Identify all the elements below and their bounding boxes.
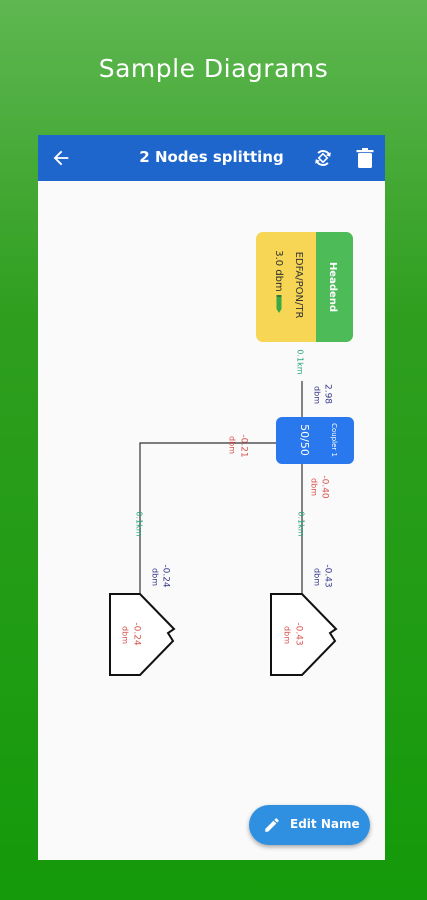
edit-name-button[interactable]: Edit Name — [249, 805, 370, 845]
right-branch-value: -0.40 — [320, 475, 330, 499]
left-branch-connection: -0.21 dbm 0.1km -0.24 dbm — [134, 434, 276, 623]
left-branch-unit: dbm — [228, 436, 237, 454]
headend-model: EDFA/PON/TR — [293, 252, 304, 319]
trash-icon[interactable] — [355, 147, 375, 169]
left-branch-end-unit: dbm — [151, 568, 160, 586]
right-branch-end-unit: dbm — [313, 568, 322, 586]
feed-unit: dbm — [313, 386, 322, 404]
back-arrow-icon[interactable] — [50, 147, 72, 169]
app-bar: 2 Nodes splitting — [38, 135, 385, 181]
phone-screen: 2 Nodes splitting Headend EDFA/PON/TR 3.… — [38, 135, 385, 860]
rotate-icon[interactable] — [311, 146, 335, 170]
house-icon — [109, 593, 176, 676]
right-branch-unit: dbm — [310, 478, 319, 496]
app-title: 2 Nodes splitting — [139, 148, 284, 166]
edit-name-label: Edit Name — [290, 817, 360, 831]
pencil-icon[interactable] — [276, 295, 282, 313]
coupler-node[interactable]: Coupler 1 50/50 — [276, 417, 354, 464]
right-house-node[interactable]: -0.43 dbm — [270, 593, 338, 676]
left-house-node[interactable]: -0.24 dbm — [109, 593, 176, 676]
house-icon — [270, 593, 338, 676]
feed-value: 2.98 — [323, 384, 333, 404]
right-house-value: -0.43 — [294, 622, 304, 645]
feed-distance: 0.1km — [296, 349, 305, 374]
left-house-value: -0.24 — [132, 622, 142, 646]
right-branch-distance: 0.1km — [297, 511, 306, 536]
headend-label: Headend — [327, 262, 338, 312]
left-branch-end-value: -0.24 — [161, 564, 171, 588]
coupler-label: Coupler 1 — [330, 423, 338, 457]
diagram-canvas: Headend EDFA/PON/TR 3.0 dbm 0.1km 2.98 d… — [38, 181, 385, 860]
headend-node[interactable]: Headend EDFA/PON/TR 3.0 dbm — [256, 232, 353, 342]
page-heading: Sample Diagrams — [98, 54, 329, 83]
headend-power: 3.0 dbm — [273, 250, 284, 292]
coupler-ratio: 50/50 — [298, 424, 311, 456]
left-house-unit: dbm — [121, 626, 130, 644]
left-branch-distance: 0.1km — [135, 511, 144, 536]
pencil-icon — [265, 818, 279, 832]
right-house-unit: dbm — [283, 626, 292, 644]
right-branch-end-value: -0.43 — [323, 564, 333, 587]
left-branch-value: -0.21 — [239, 434, 249, 457]
